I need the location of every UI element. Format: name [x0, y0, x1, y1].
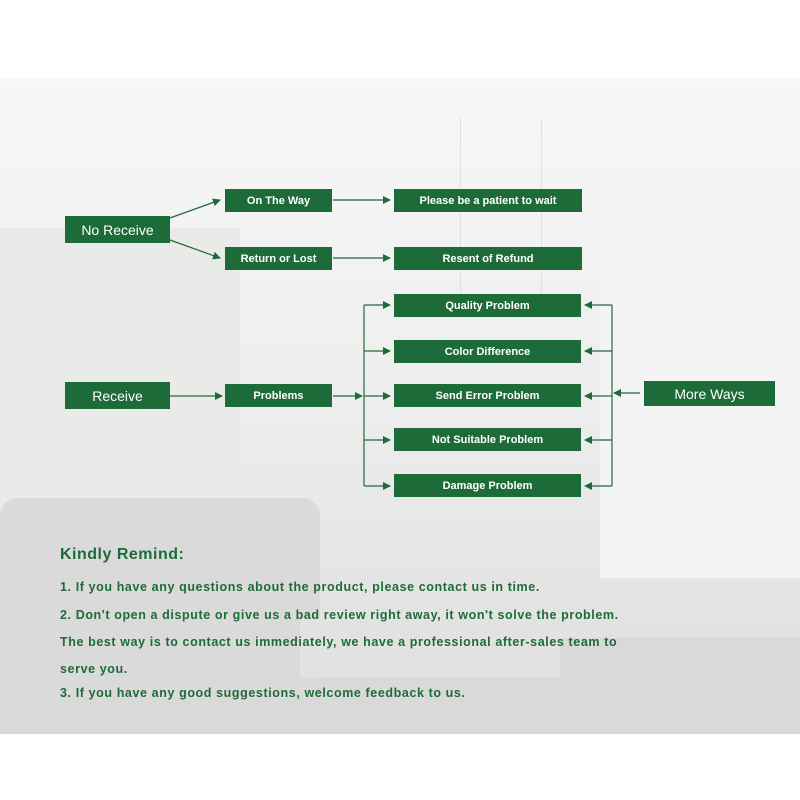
window [600, 278, 800, 578]
node-resent-refund: Resent of Refund [394, 247, 582, 270]
remind-line-5: 3. If you have any good suggestions, wel… [60, 686, 466, 700]
remind-title: Kindly Remind: [60, 546, 185, 563]
node-not-suitable-problem: Not Suitable Problem [394, 428, 581, 451]
coffee-table [300, 618, 560, 678]
chandelier [460, 118, 542, 318]
node-on-the-way: On The Way [225, 189, 332, 212]
arrow-noreceive-ontheway [169, 198, 221, 219]
node-send-error-problem: Send Error Problem [394, 384, 581, 407]
node-no-receive: No Receive [65, 216, 170, 243]
node-receive: Receive [65, 382, 170, 409]
arrow-noreceive-return [169, 239, 221, 260]
node-problems: Problems [225, 384, 332, 407]
node-quality-problem: Quality Problem [394, 294, 581, 317]
remind-line-4: serve you. [60, 662, 128, 676]
node-patient-wait: Please be a patient to wait [394, 189, 582, 212]
node-return-or-lost: Return or Lost [225, 247, 332, 270]
node-more-ways: More Ways [644, 381, 775, 406]
remind-line-3: The best way is to contact us immediatel… [60, 635, 618, 649]
background-room-photo [0, 78, 800, 734]
node-color-difference: Color Difference [394, 340, 581, 363]
remind-line-2: 2. Don't open a dispute or give us a bad… [60, 608, 619, 622]
sofa [0, 498, 320, 698]
node-damage-problem: Damage Problem [394, 474, 581, 497]
remind-line-1: 1. If you have any questions about the p… [60, 580, 540, 594]
